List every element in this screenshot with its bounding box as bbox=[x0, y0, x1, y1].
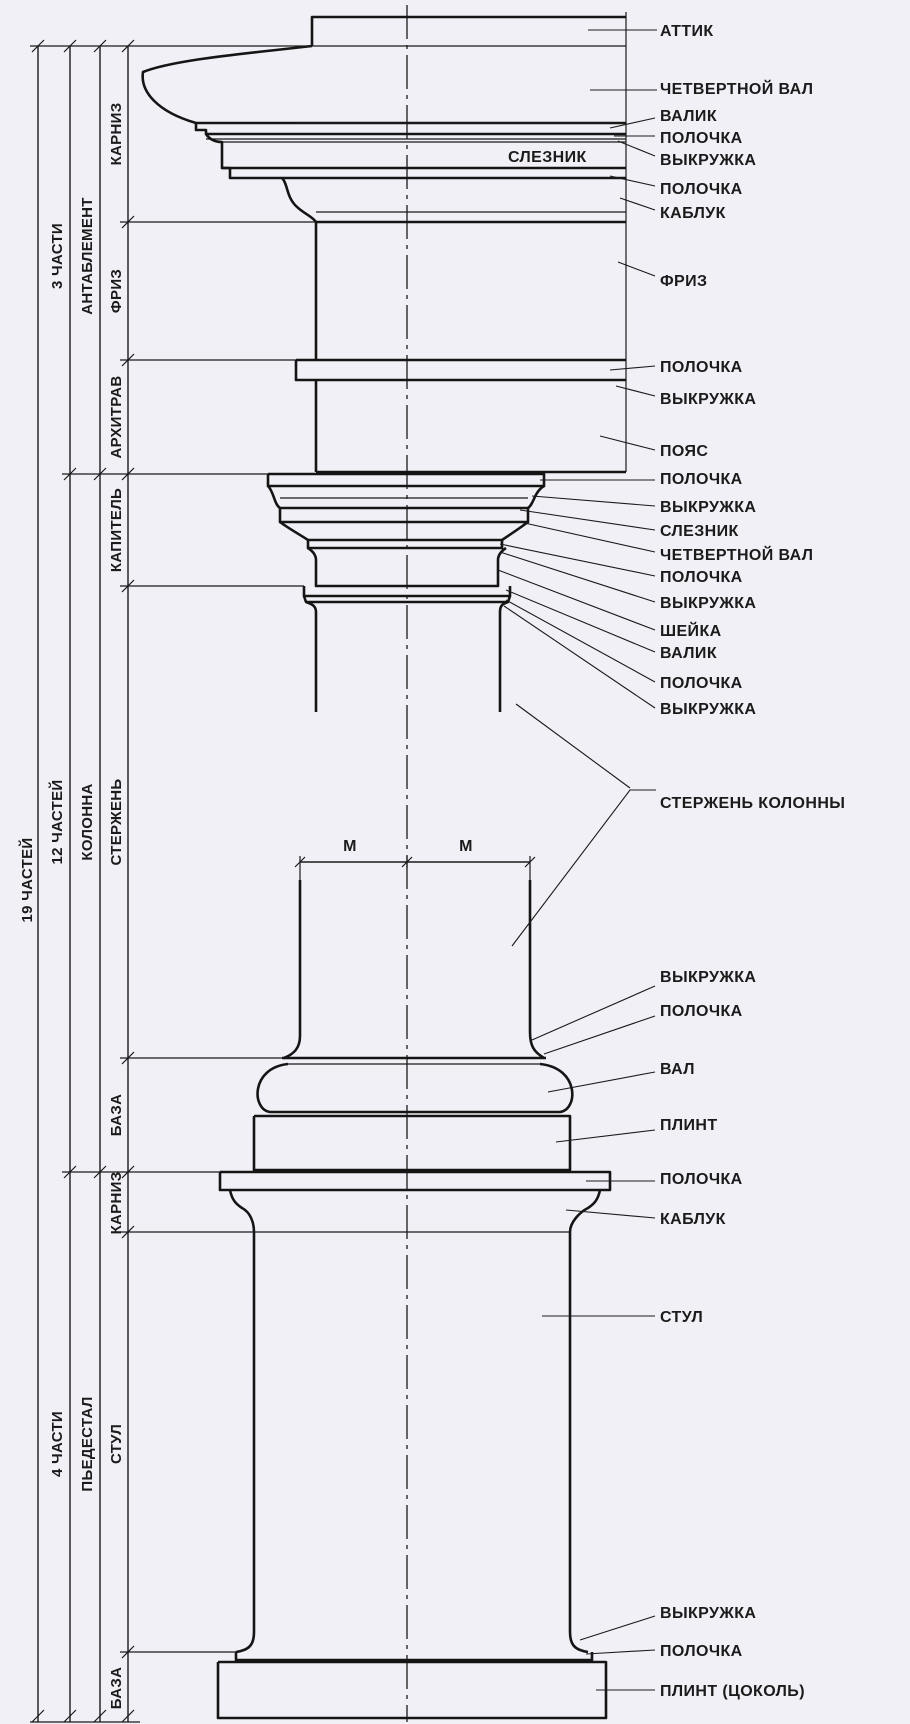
label-valik-top: ВАЛИК bbox=[660, 108, 717, 125]
label-vykruzhka-3: ВЫКРУЖКА bbox=[660, 499, 756, 516]
label-pedestal: ПЬЕДЕСТАЛ bbox=[79, 1396, 96, 1491]
label-12-parts: 12 ЧАСТЕЙ bbox=[48, 780, 66, 865]
label-polochka-6: ПОЛОЧКА bbox=[660, 675, 743, 692]
label-capital: КАПИТЕЛЬ bbox=[108, 488, 125, 572]
label-polochka-7: ПОЛОЧКА bbox=[660, 1003, 743, 1020]
label-poyas: ПОЯС bbox=[660, 443, 708, 460]
label-cornice: КАРНИЗ bbox=[108, 103, 125, 166]
label-sleznik-top: СЛЕЗНИК bbox=[508, 149, 587, 166]
label-friz: ФРИЗ bbox=[660, 273, 707, 290]
label-shaft-column: СТЕРЖЕНЬ КОЛОННЫ bbox=[660, 795, 845, 812]
component-labels: АТТИК ЧЕТВЕРТНОЙ ВАЛ ВАЛИК ПОЛОЧКА ВЫКРУ… bbox=[508, 23, 845, 1700]
label-ovolo-top: ЧЕТВЕРТНОЙ ВАЛ bbox=[660, 79, 813, 98]
label-polochka-4: ПОЛОЧКА bbox=[660, 471, 743, 488]
label-polochka-8: ПОЛОЧКА bbox=[660, 1171, 743, 1188]
label-sleznik-cap: СЛЕЗНИК bbox=[660, 523, 739, 540]
label-entablature: АНТАБЛЕМЕНТ bbox=[79, 197, 96, 314]
label-valik-cap: ВАЛИК bbox=[660, 645, 717, 662]
capital-outline bbox=[266, 472, 546, 712]
label-polochka-3: ПОЛОЧКА bbox=[660, 359, 743, 376]
label-vykruzhka-4: ВЫКРУЖКА bbox=[660, 595, 756, 612]
label-stul: СТУЛ bbox=[660, 1309, 703, 1326]
label-3-parts: 3 ЧАСТИ bbox=[49, 223, 66, 289]
label-polochka-5: ПОЛОЧКА bbox=[660, 569, 743, 586]
label-attic: АТТИК bbox=[660, 23, 714, 40]
label-vykruzhka-1: ВЫКРУЖКА bbox=[660, 152, 756, 169]
label-ped-cornice: КАРНИЗ bbox=[108, 1172, 125, 1235]
module-label-left: М bbox=[343, 838, 357, 855]
label-column: КОЛОННА bbox=[79, 783, 96, 860]
label-ped-base: БАЗА bbox=[108, 1667, 125, 1709]
pedestal-outline bbox=[216, 1170, 612, 1720]
label-sheyka: ШЕЙКА bbox=[660, 621, 722, 640]
label-kabluk-top: КАБЛУК bbox=[660, 205, 726, 222]
label-base: БАЗА bbox=[108, 1094, 125, 1136]
label-vykruzhka-5: ВЫКРУЖКА bbox=[660, 701, 756, 718]
label-4-parts: 4 ЧАСТИ bbox=[49, 1411, 66, 1477]
label-vykruzhka-2: ВЫКРУЖКА bbox=[660, 391, 756, 408]
label-architrave: АРХИТРАВ bbox=[108, 376, 125, 459]
label-19-parts: 19 ЧАСТЕЙ bbox=[18, 838, 36, 923]
label-polochka-1: ПОЛОЧКА bbox=[660, 130, 743, 147]
label-plint: ПЛИНТ bbox=[660, 1117, 718, 1134]
label-plint-base: ПЛИНТ (ЦОКОЛЬ) bbox=[660, 1683, 805, 1700]
module-label-right: М bbox=[459, 838, 473, 855]
module-dimension bbox=[294, 856, 536, 880]
vertical-dimension-lines bbox=[30, 39, 316, 1723]
label-kabluk-ped: КАБЛУК bbox=[660, 1211, 726, 1228]
label-vykruzhka-6: ВЫКРУЖКА bbox=[660, 969, 756, 986]
label-polochka-2: ПОЛОЧКА bbox=[660, 181, 743, 198]
label-polochka-9: ПОЛОЧКА bbox=[660, 1643, 743, 1660]
entablature-outline bbox=[141, 15, 626, 474]
label-frieze: ФРИЗ bbox=[108, 269, 125, 313]
shaft-outline bbox=[252, 880, 574, 1172]
label-val: ВАЛ bbox=[660, 1061, 695, 1078]
label-ped-die: СТУЛ bbox=[108, 1424, 125, 1464]
label-shaft: СТЕРЖЕНЬ bbox=[108, 778, 125, 865]
label-ovolo-cap: ЧЕТВЕРТНОЙ ВАЛ bbox=[660, 545, 813, 564]
leader-lines bbox=[497, 29, 657, 1691]
label-vykruzhka-7: ВЫКРУЖКА bbox=[660, 1605, 756, 1622]
vertical-labels: 19 ЧАСТЕЙ 3 ЧАСТИ 12 ЧАСТЕЙ 4 ЧАСТИ АНТА… bbox=[18, 103, 125, 1710]
